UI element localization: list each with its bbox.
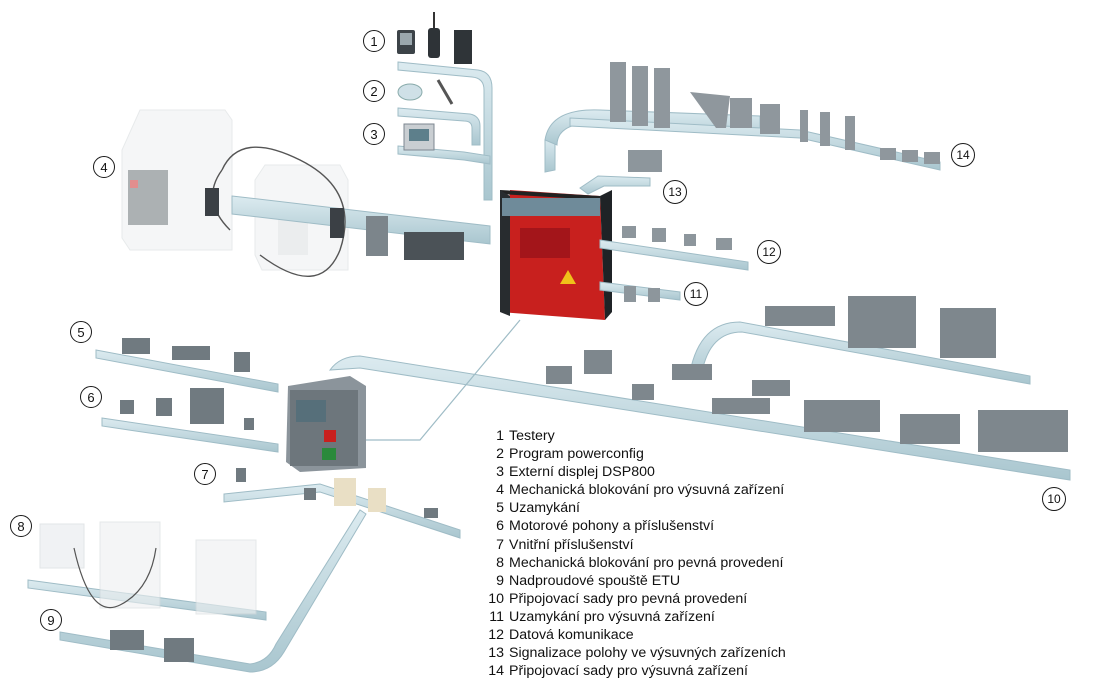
interlock-rail [205,146,491,277]
callout-12: 12 [757,240,781,264]
fixed-interlock-group [39,521,257,615]
callout-1: 1 [363,30,385,52]
callout-6: 6 [80,386,102,408]
fixed-breaker [286,319,521,472]
callout-2: 2 [363,80,385,102]
callout-13: 13 [663,180,687,204]
fixed-connection-rail [328,296,1071,481]
left-accessory-parts [110,338,438,662]
callout-9: 9 [40,609,62,631]
drawout-connection-kits [569,62,941,171]
drawout-breaker [500,109,761,320]
interlock-drawout-group [121,109,349,271]
drawout-accessory-parts [622,150,732,302]
fixed-interlock-cable [73,547,157,609]
powerconfig-cd-icon [397,79,454,105]
callout-5: 5 [70,321,92,343]
callout-8: 8 [10,515,32,537]
callout-4: 4 [93,156,115,178]
callout-7: 7 [194,463,216,485]
callout-10: 10 [1042,487,1066,511]
tester-devices-icon [397,12,472,64]
callout-11: 11 [684,282,708,306]
dsp800-display-icon [403,123,435,151]
callout-3: 3 [363,123,385,145]
callout-14: 14 [951,143,975,167]
